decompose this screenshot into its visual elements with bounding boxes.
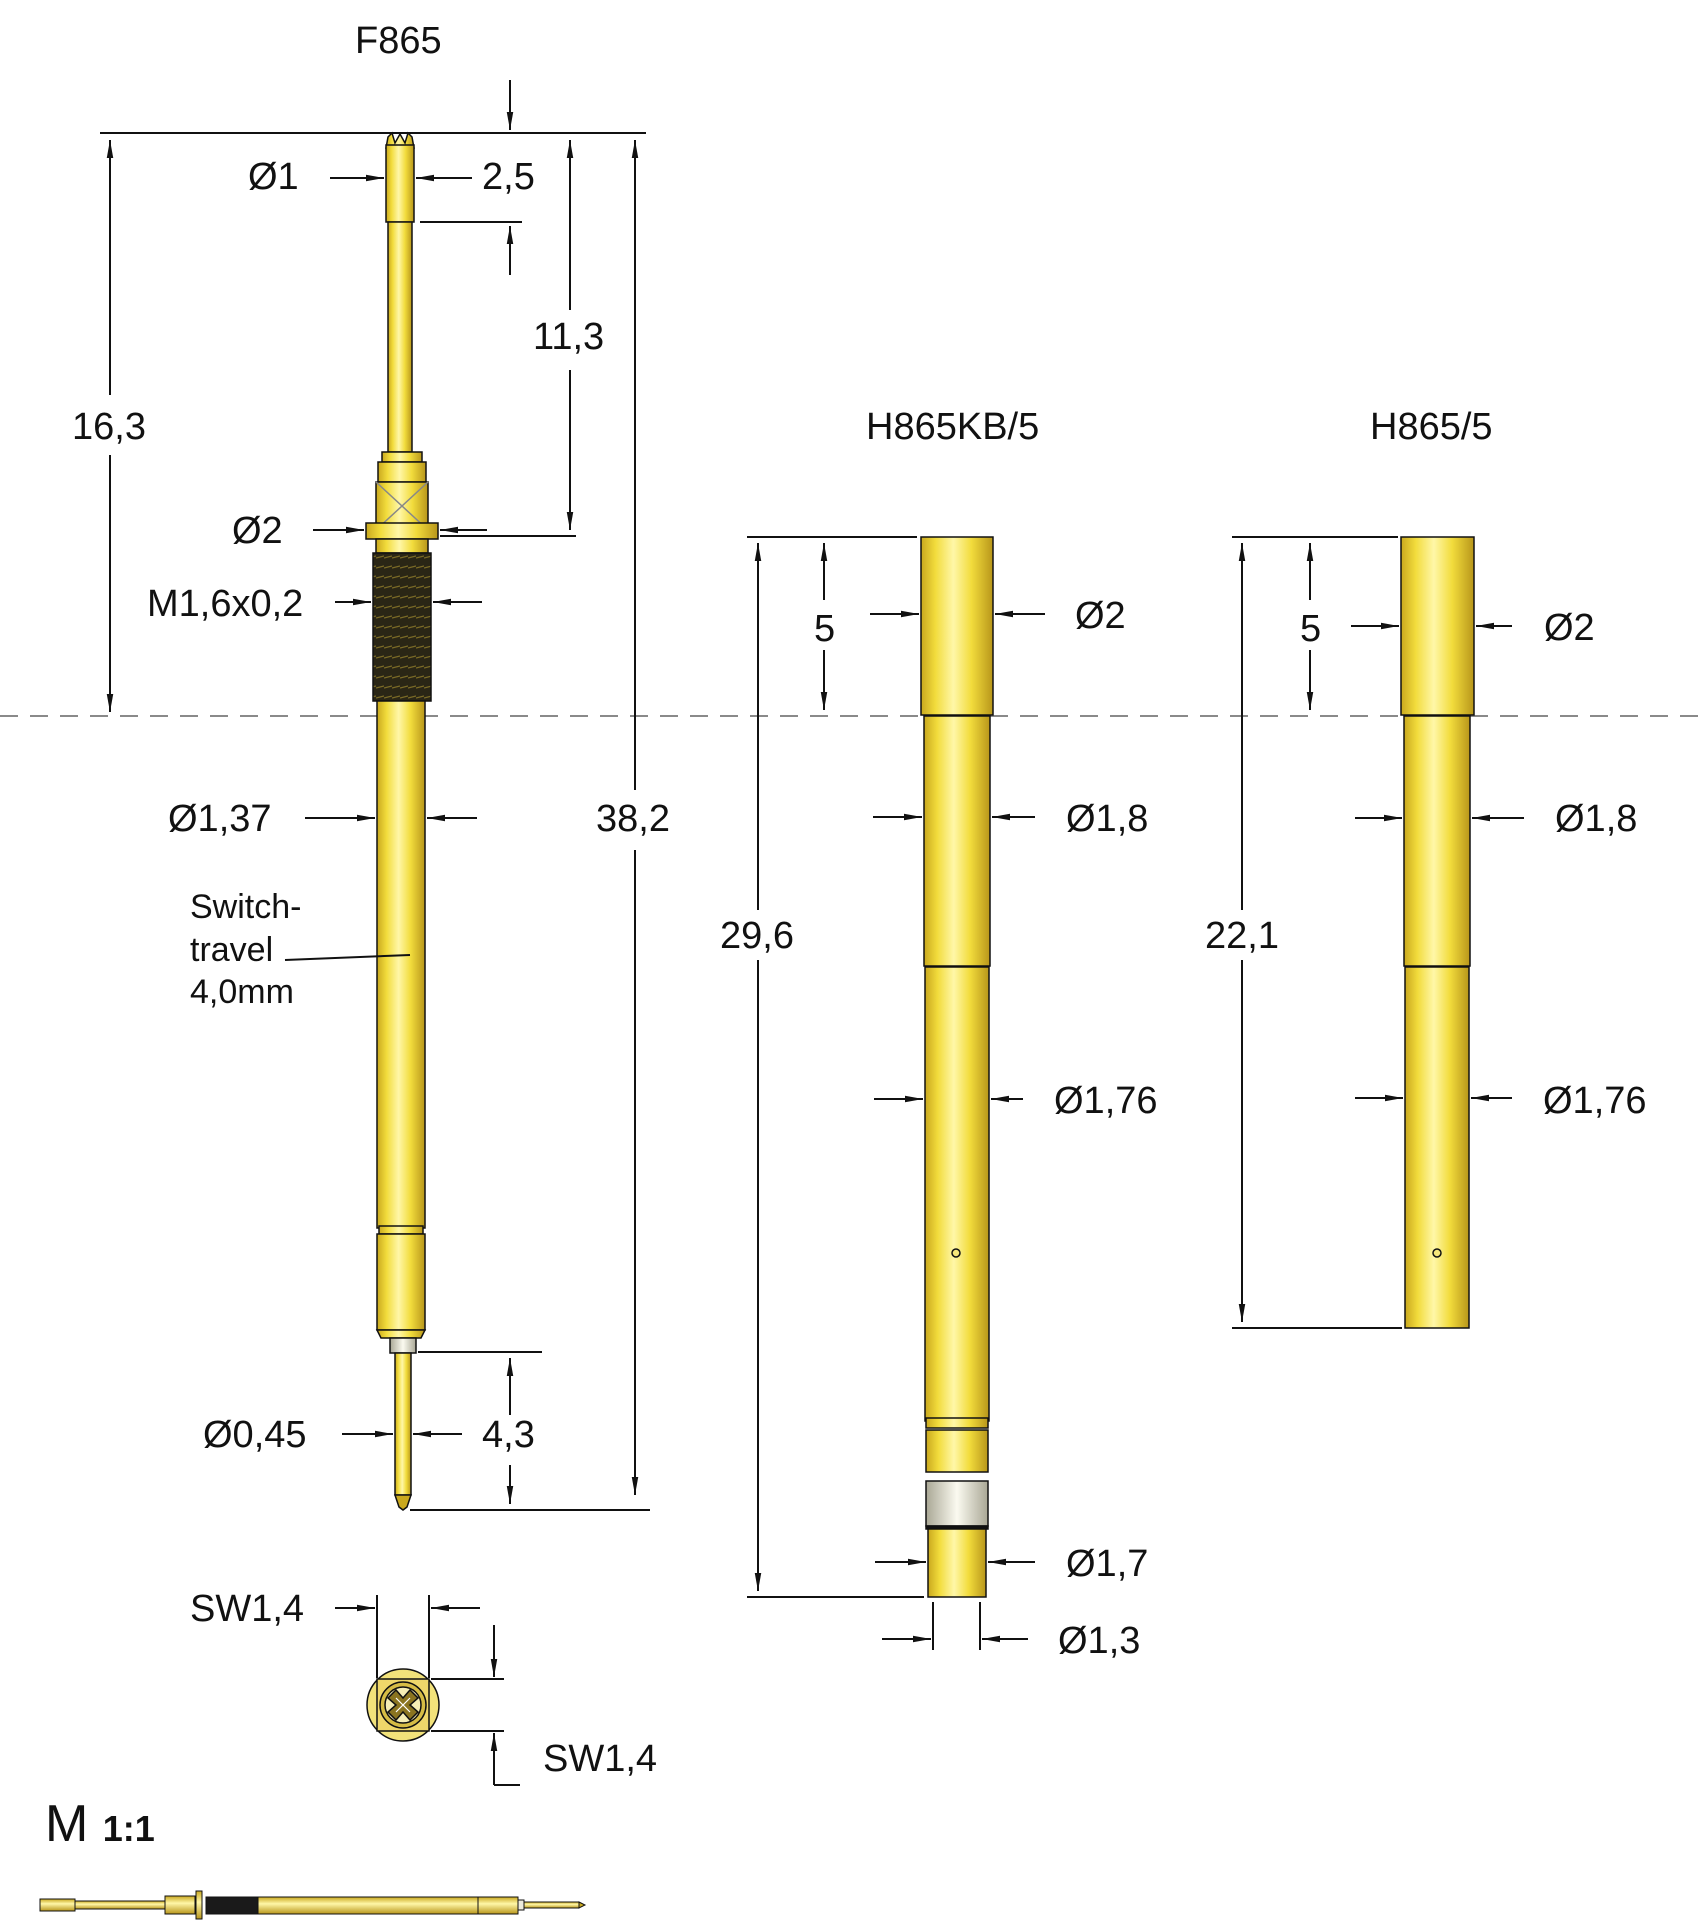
label-hex-horizontal: SW1,4: [190, 1588, 305, 1630]
h-upper-section: [1403, 715, 1471, 967]
kb-lower-section: [924, 966, 990, 1422]
plunger-dimension-lines: [100, 80, 650, 1511]
h-vent-hole: [1432, 1248, 1442, 1258]
label-pin-diameter: Ø0,45: [203, 1414, 307, 1456]
label-kb-upper-diameter: Ø1,8: [1066, 798, 1149, 840]
kb-insulator: [925, 1480, 989, 1527]
plunger-f865-drawing: [365, 131, 439, 1511]
scale-label: M 1:1: [45, 1798, 155, 1850]
label-kb-top-length: 5: [814, 608, 836, 650]
scale-ratio: 1:1: [102, 1808, 155, 1849]
h-lower-section: [1404, 966, 1470, 1329]
title-f865: F865: [355, 20, 442, 62]
label-h-top-length: 5: [1300, 608, 1322, 650]
label-hex-vertical: SW1,4: [543, 1738, 658, 1780]
label-to-collar: 11,3: [533, 316, 605, 358]
plunger-end-view: [366, 1668, 440, 1742]
kb-end-section: [927, 1528, 987, 1598]
collar-ring: [381, 451, 423, 463]
label-pin-length: 4,3: [482, 1414, 535, 1456]
title-h865kb: H865KB/5: [866, 406, 1040, 448]
label-tip-length: 2,5: [482, 156, 535, 198]
kb-dimension-lines: [747, 536, 1045, 1650]
kb-upper-section: [923, 715, 991, 967]
barrel-chamfer: [375, 1329, 427, 1339]
scale-miniature-probe: [39, 1890, 587, 1920]
collar: [377, 461, 427, 483]
upper-shaft: [387, 221, 413, 453]
label-body-diameter: Ø1,37: [168, 798, 272, 840]
flange: [365, 522, 439, 540]
receptacle-h865kb-drawing: [920, 536, 994, 1598]
label-tip-diameter: Ø1: [248, 156, 299, 198]
label-h-upper-diameter: Ø1,8: [1555, 798, 1638, 840]
kb-groove: [925, 1417, 989, 1429]
title-h865: H865/5: [1370, 406, 1493, 448]
label-h-total-length: 22,1: [1205, 915, 1279, 957]
h-dimension-lines: [1232, 536, 1524, 1329]
receptacle-h865-drawing: [1400, 536, 1475, 1329]
neck: [375, 538, 429, 554]
h-top-section: [1400, 536, 1475, 716]
label-to-reference: 16,3: [72, 406, 146, 448]
tip-section: [385, 144, 415, 223]
kb-top-section: [920, 536, 994, 716]
label-switch-travel: Switch- travel 4,0mm: [190, 888, 302, 1011]
body: [376, 700, 426, 1229]
label-kb-bore-diameter: Ø1,3: [1058, 1620, 1141, 1662]
label-h-top-diameter: Ø2: [1544, 607, 1595, 649]
scale-letter: M: [45, 1795, 89, 1853]
pin-point: [393, 1494, 413, 1511]
label-collar-diameter: Ø2: [232, 510, 283, 552]
label-kb-top-diameter: Ø2: [1075, 595, 1126, 637]
end-view-dimension-lines: [335, 1595, 520, 1786]
kb-lower-band: [925, 1429, 989, 1473]
insulator-sleeve: [389, 1337, 417, 1354]
body-groove: [378, 1225, 424, 1235]
label-overall-length: 38,2: [596, 798, 670, 840]
lower-barrel: [376, 1233, 426, 1331]
kb-vent-hole: [951, 1248, 961, 1258]
tip-pin: [394, 1352, 412, 1496]
thread-section: [372, 552, 432, 702]
label-kb-lower-diameter: Ø1,76: [1054, 1080, 1158, 1122]
label-kb-end-diameter: Ø1,7: [1066, 1543, 1149, 1585]
label-h-lower-diameter: Ø1,76: [1543, 1080, 1647, 1122]
label-thread: M1,6x0,2: [147, 583, 304, 625]
label-kb-total-length: 29,6: [720, 915, 794, 957]
